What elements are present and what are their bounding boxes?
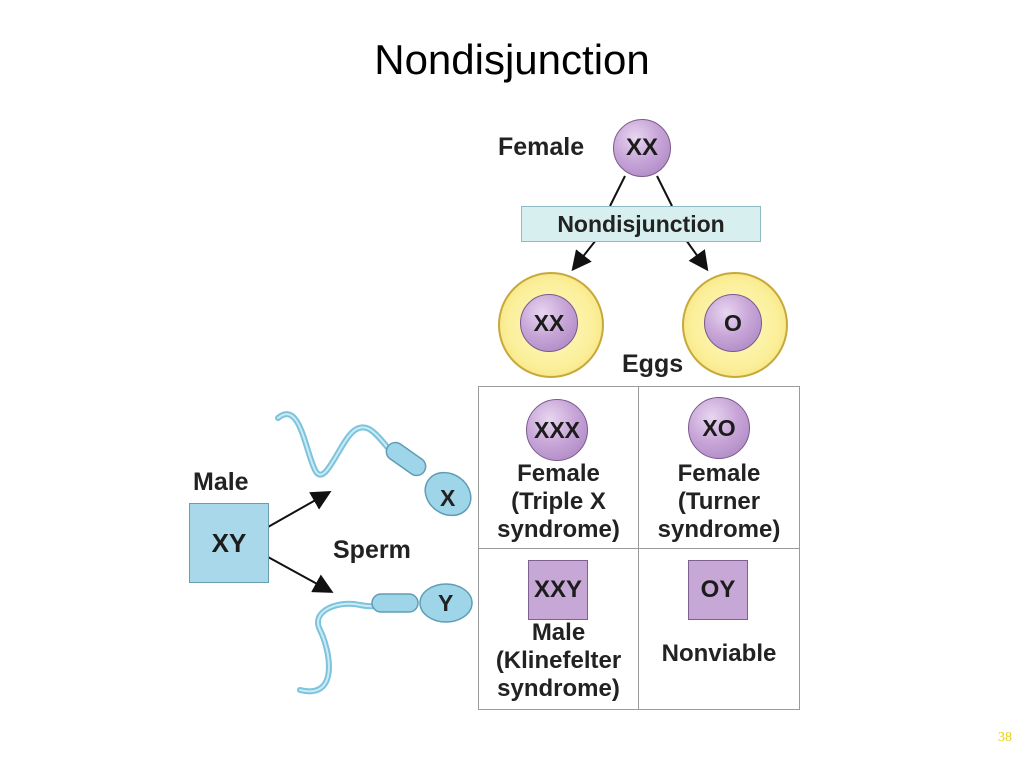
offspring-xxx-sex: Female [517, 460, 600, 487]
male-parent-label: Male [193, 468, 249, 496]
slide-title: Nondisjunction [374, 36, 650, 83]
offspring-xxx-description: Female (Triple X syndrome) [479, 460, 638, 544]
page-number: 38 [998, 730, 1012, 745]
offspring-xxy-syndrome-line2: syndrome) [497, 675, 620, 702]
offspring-xo-sex: Female [677, 460, 761, 487]
egg-o-karyotype: O [704, 294, 762, 352]
offspring-xo-syndrome-line2: syndrome) [657, 516, 781, 543]
arrow-to-egg-o [685, 239, 709, 272]
sperm-x-label: X [440, 485, 456, 511]
offspring-xo-karyotype: XO [688, 397, 750, 459]
male-parent-karyotype: XY [189, 503, 269, 583]
offspring-xxy-description: Male (Klinefelter syndrome) [479, 619, 638, 703]
arrow-to-egg-xx [571, 239, 597, 272]
eggs-label: Eggs [622, 350, 684, 378]
arrow-to-sperm-y [267, 556, 334, 593]
offspring-xxx-karyotype: XXX [526, 399, 588, 461]
offspring-xxy-sex: Male [531, 619, 586, 646]
offspring-xxx-syndrome-line2: syndrome) [497, 516, 620, 543]
female-parent-karyotype: XX [613, 119, 671, 177]
female-right-connector [656, 175, 673, 207]
nondisjunction-box: Nondisjunction [521, 206, 761, 242]
egg-xx-karyotype: XX [520, 294, 578, 352]
offspring-xo-description: Female (Turner syndrome) [639, 460, 799, 544]
female-parent-label: Female [498, 133, 585, 161]
offspring-xo-syndrome-line1: (Turner [677, 488, 761, 515]
offspring-xxy-karyotype: XXY [528, 560, 588, 620]
arrow-to-sperm-x [267, 491, 332, 528]
offspring-oy-karyotype: OY [688, 560, 748, 620]
sperm-y-icon [297, 583, 473, 695]
sperm-x-icon [275, 411, 472, 517]
offspring-cell-xo [638, 386, 800, 549]
offspring-oy-description: Nonviable [639, 640, 799, 668]
sperm-label: Sperm [333, 536, 411, 564]
sperm-y-label: Y [438, 590, 454, 616]
female-left-connector [609, 175, 626, 207]
offspring-xxx-syndrome-line1: (Triple X [511, 488, 606, 515]
offspring-oy-status: Nonviable [661, 640, 777, 667]
offspring-xxy-syndrome-line1: (Klinefelter [495, 647, 622, 674]
